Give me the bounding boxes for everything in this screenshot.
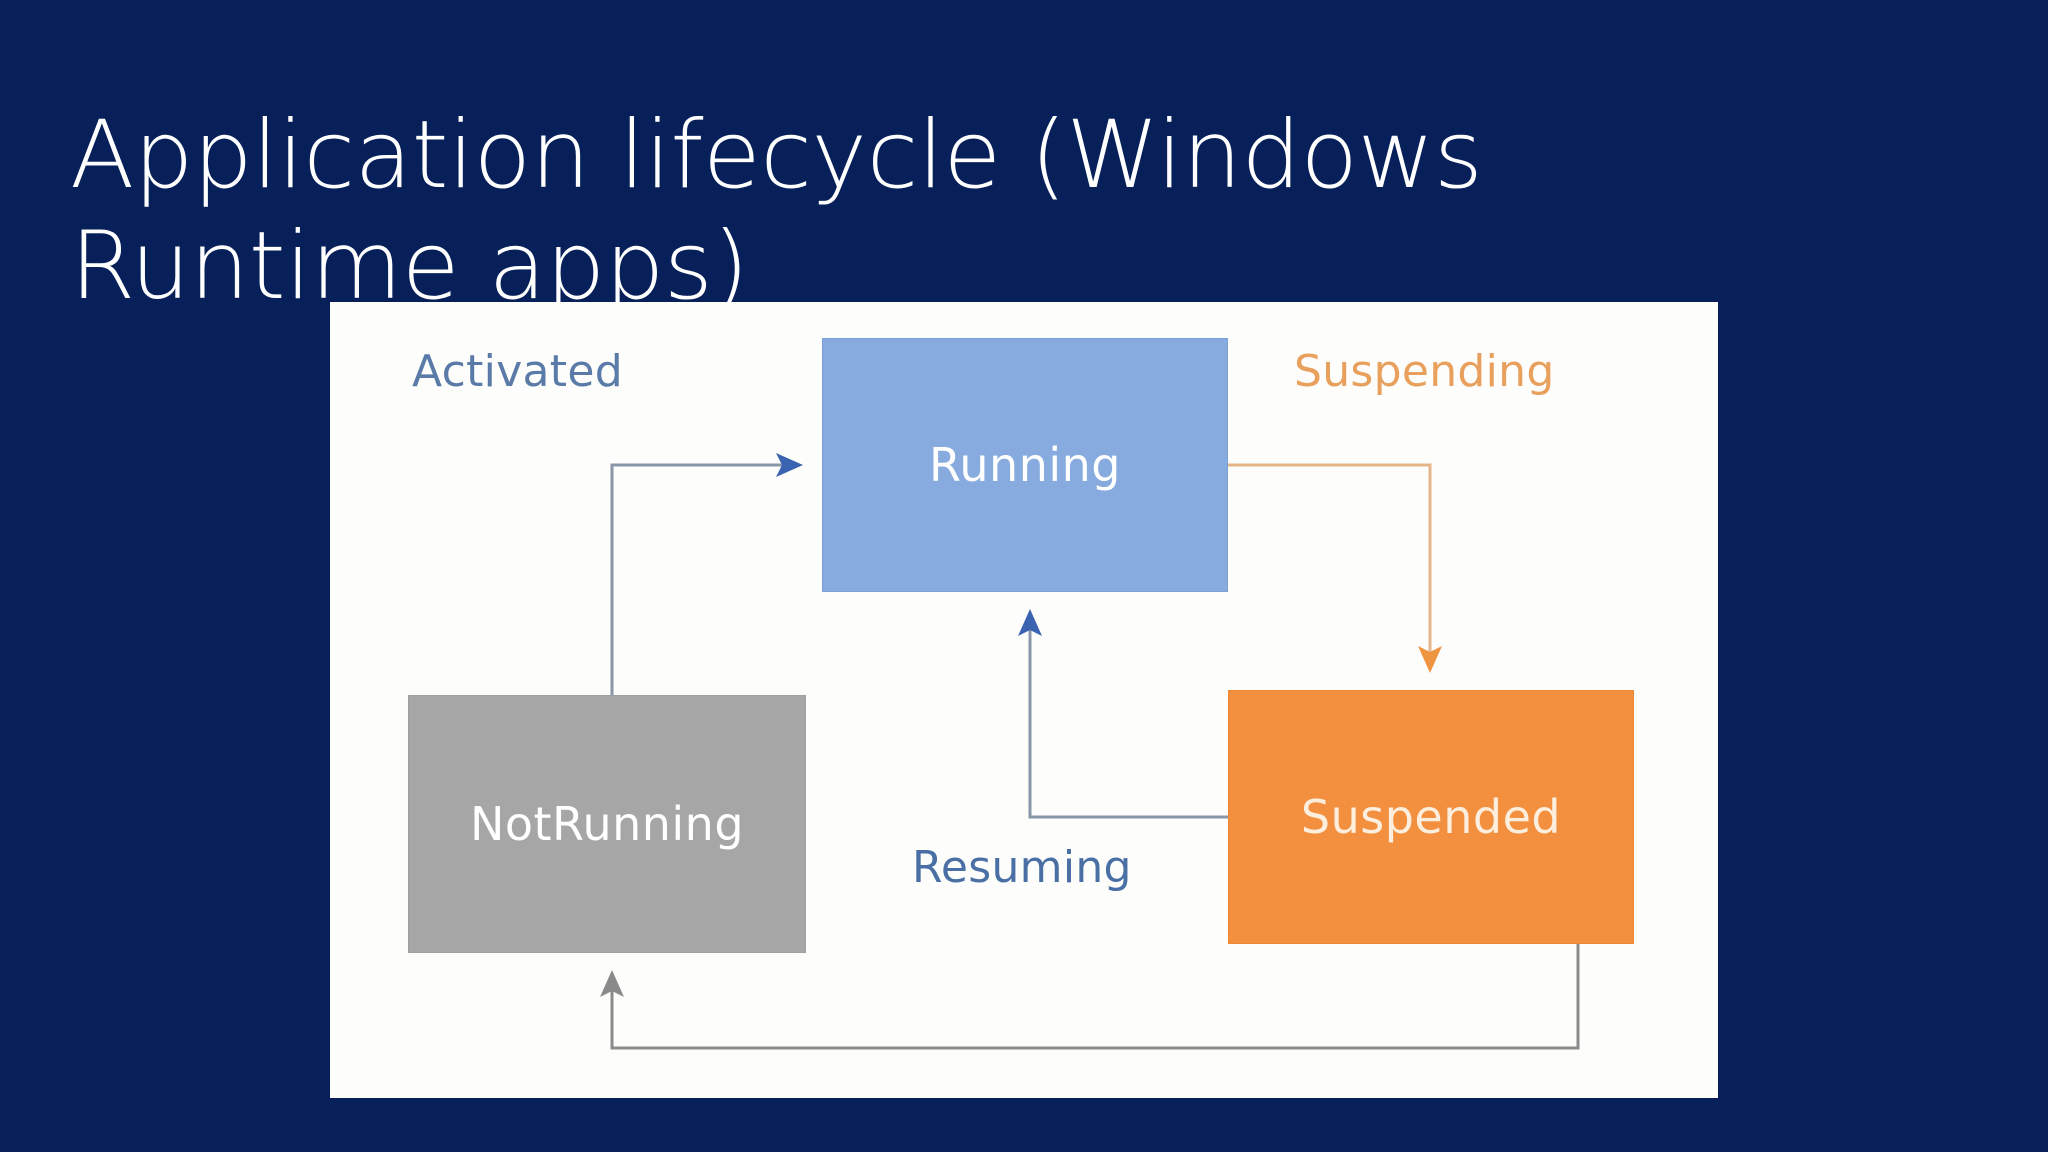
diagram-connectors: [600, 453, 1580, 1050]
page-title: Application lifecycle (Windows Runtime a…: [70, 100, 1512, 321]
connector-resuming: [1018, 609, 1228, 819]
state-node-running[interactable]: Running: [822, 338, 1228, 592]
transition-label-suspending: Suspending: [1294, 346, 1555, 397]
connector-terminated: [600, 944, 1580, 1050]
state-label-notrunning: NotRunning: [469, 797, 745, 851]
connector-activated: [610, 453, 803, 695]
connector-suspending: [1228, 463, 1442, 673]
state-node-suspended[interactable]: Suspended: [1228, 690, 1634, 944]
state-node-notrunning[interactable]: NotRunning: [408, 695, 806, 953]
state-label-suspended: Suspended: [1300, 790, 1562, 844]
transition-label-resuming: Resuming: [912, 842, 1132, 893]
lifecycle-diagram-panel: Running Suspended NotRunning Activated S…: [330, 302, 1718, 1098]
state-label-running: Running: [929, 438, 1121, 492]
transition-label-activated: Activated: [412, 346, 623, 397]
